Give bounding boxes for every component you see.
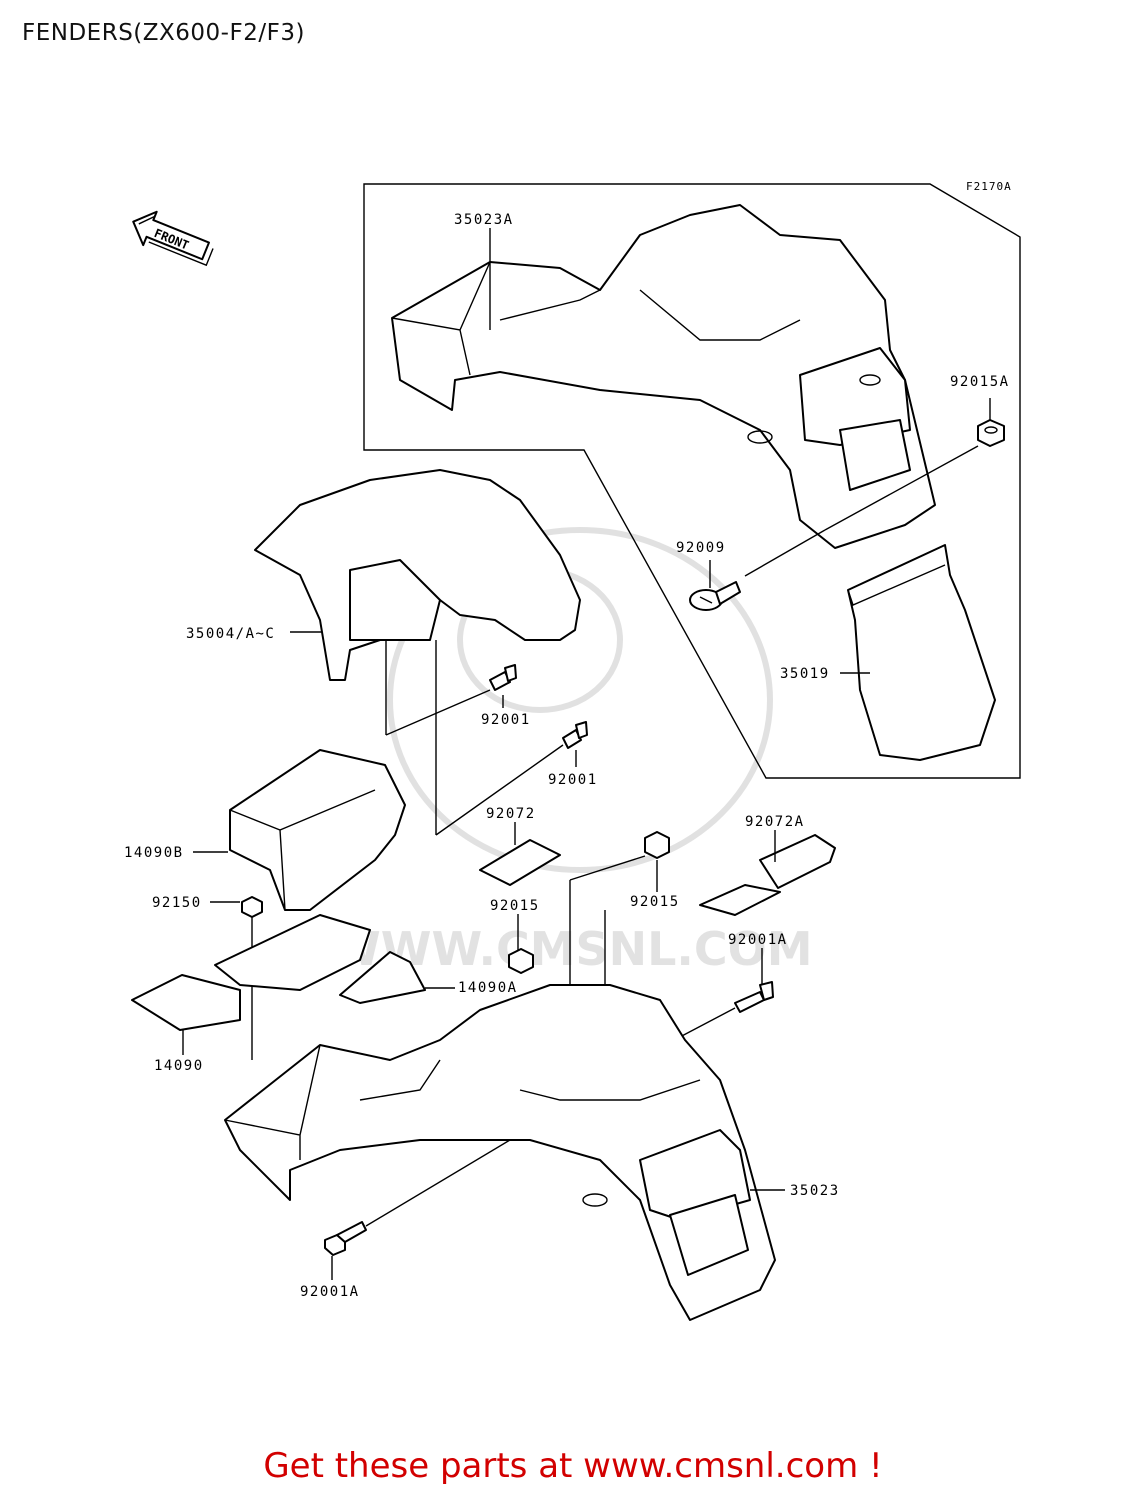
label-35004: 35004/A~C [186, 626, 275, 642]
bolt-92001-a [489, 664, 517, 691]
front-arrow-icon: FRONT [132, 210, 214, 267]
label-92001A-b: 92001A [300, 1284, 360, 1300]
part-labels: 35023A 92015A 92009 35019 35004/A~C 9200… [124, 212, 1010, 1300]
plate-14090A [339, 951, 426, 1004]
label-35023: 35023 [790, 1183, 840, 1199]
label-92001-b: 92001 [548, 772, 598, 788]
label-92072A: 92072A [745, 814, 805, 830]
strap-92072 [479, 839, 561, 886]
label-14090A: 14090A [458, 980, 518, 996]
label-92001-a: 92001 [481, 712, 531, 728]
label-92009: 92009 [676, 540, 726, 556]
label-92015-b: 92015 [630, 894, 680, 910]
bolt-92150 [241, 896, 263, 1060]
strap-92072A [699, 834, 836, 916]
label-35023A: 35023A [454, 212, 514, 228]
label-35019: 35019 [780, 666, 830, 682]
label-92015A: 92015A [950, 374, 1010, 390]
label-92015-a: 92015 [490, 898, 540, 914]
label-92072: 92072 [486, 806, 536, 822]
inset-frame [363, 183, 1021, 779]
cover-14090 [131, 974, 241, 1031]
rear-fender-35023 [224, 984, 776, 1321]
label-14090: 14090 [154, 1058, 204, 1074]
tray-bracket [214, 914, 371, 991]
leader-lines [182, 228, 991, 1280]
rear-fender-35023A [391, 204, 936, 549]
mud-flap-35019 [847, 544, 996, 761]
label-92001A-a: 92001A [728, 932, 788, 948]
bolt-92001A-b [324, 1139, 511, 1256]
diagram-ref: F2170A [966, 180, 1012, 193]
nut-92015-a [508, 948, 534, 974]
label-92150: 92150 [152, 895, 202, 911]
page-title: FENDERS(ZX600-F2/F3) [22, 20, 305, 46]
front-fender-35004 [254, 469, 581, 835]
screw-92009 [689, 529, 826, 611]
footer-link[interactable]: Get these parts at www.cmsnl.com ! [263, 1446, 883, 1486]
battery-case-14090B [229, 749, 406, 911]
bolt-92001-b [435, 721, 588, 836]
label-14090B: 14090B [124, 845, 184, 861]
